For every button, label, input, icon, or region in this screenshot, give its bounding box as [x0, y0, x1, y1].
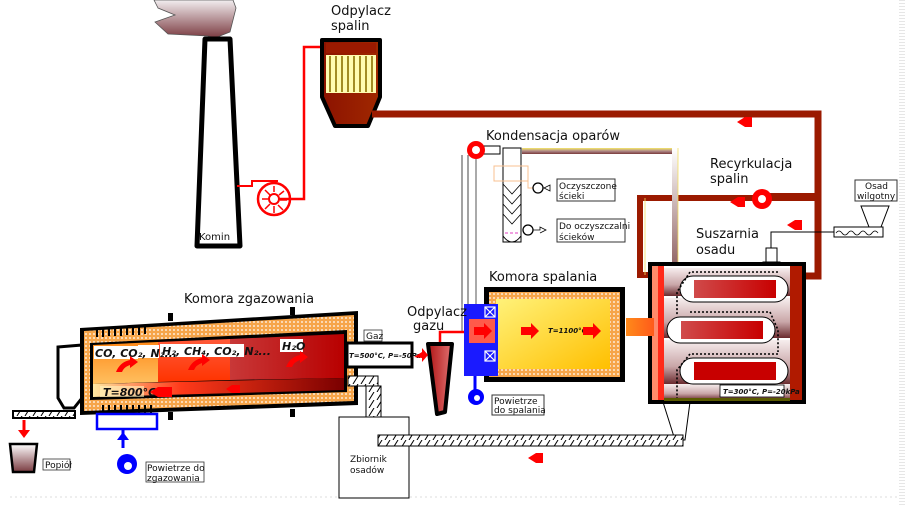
pump-icon [532, 182, 544, 194]
cyclone-label-2: gazu [413, 319, 444, 334]
bag-filter-label-1: Odpylacz [331, 4, 391, 19]
dried-sludge-conveyor [377, 434, 684, 447]
to-treatment-label-2: ścieków [559, 232, 594, 243]
flow-arrow-curved [116, 356, 138, 372]
flow-arrow-right [521, 323, 539, 339]
combustion-air-fan: Powietrze do spalania [468, 376, 546, 416]
wet-sludge-label-2: wilgotny [857, 192, 896, 202]
cleaned-wastewater-label-1: Oczyszczone [559, 182, 617, 192]
sludge-path [676, 271, 779, 398]
flow-arrow-curved [188, 354, 210, 370]
cyclone-label-1: Odpylacz [407, 305, 467, 320]
dryer-label-1: Suszarnia [696, 227, 759, 242]
wet-sludge-feeder: Osad wilgotny [762, 179, 898, 271]
chimney: Komin [153, 0, 243, 249]
flow-arrow-right [414, 348, 428, 362]
zone-drying [230, 334, 344, 380]
dryer-label-2: osadu [696, 243, 735, 258]
hot-gas-pipe [626, 318, 654, 336]
gas-outlet-conditions: T=500°C, P=-50Pa [349, 352, 421, 360]
flue-gas-fan [237, 45, 325, 217]
to-treatment-label-1: Do oczyszczalni [559, 222, 630, 232]
flow-arrow-left [730, 197, 745, 207]
flow-arrow-right [474, 323, 492, 339]
zone-drying-text: H₂O [282, 340, 305, 353]
dryer-hopper [662, 401, 691, 441]
recirculation-duct: Recyrkulacja spalin [637, 157, 818, 278]
condenser-label: Kondensacja oparów [486, 129, 620, 144]
flow-arrow-left [737, 117, 752, 127]
filter-bags [329, 56, 373, 92]
combustion-air-label-1: Powietrze [494, 397, 538, 407]
heating-fins-bottom [102, 405, 152, 413]
heating-fins-top [96, 326, 146, 337]
sludge-tank: Zbiornik osadów [338, 416, 410, 499]
gasification-air-label-2: zgazowania [147, 474, 200, 484]
ash-bin [8, 442, 39, 474]
sludge-tank-label-2: osadów [350, 465, 384, 476]
zone-pyrolysis-text: H₂, CH₄, CO₂, N₂... [162, 345, 271, 358]
ash-discharge: Popiół [8, 410, 76, 474]
bag-filter: Odpylacz spalin [320, 4, 391, 128]
dryer-tubes [666, 275, 789, 385]
flow-arrow-right [583, 323, 601, 339]
dryer-conditions: T=300°C, P=-20kPa [723, 388, 800, 396]
bag-filter-label-2: spalin [331, 19, 369, 34]
flow-arrow-curved [286, 351, 308, 367]
zone-oxidation-text: CO, CO₂, N₂... [95, 347, 177, 360]
gas-cyclone: Odpylacz gazu [407, 305, 467, 416]
combustion-conditions: T=1100°C [548, 327, 588, 335]
gasifier-temperature: T=800°C [103, 386, 156, 399]
cleaned-wastewater-label-2: ścieki [559, 191, 584, 202]
recirculation-label-1: Recyrkulacja [710, 157, 792, 172]
combustion-chamber: Komora spalania T=1100°C [464, 270, 625, 382]
pump-icon [522, 224, 534, 236]
gas-outlet-pipe: T=500°C, P=-50Pa Gaz [345, 329, 421, 419]
ash-label: Popiół [45, 460, 72, 471]
gasifier-label: Komora zgazowania [184, 292, 314, 307]
page-right-margin [10, 0, 905, 506]
sludge-dryer: Suszarnia osadu T=300°C, P=-20kPa [648, 227, 806, 441]
flow-arrow-left [150, 387, 172, 397]
chimney-label: Komin [199, 232, 230, 243]
gasification-chamber: Komora zgazowania CO, CO₂, N₂... [56, 292, 358, 420]
combustion-label: Komora spalania [489, 270, 597, 285]
recirculation-label-2: spalin [710, 172, 748, 187]
vapor-condenser: Kondensacja oparów Oczyszczone ścieki Do… [461, 129, 679, 333]
flow-arrow-left [226, 385, 240, 393]
gasification-air-label-1: Powietrze do [147, 464, 205, 474]
smoke-plume [153, 0, 237, 39]
gasification-air-supply: Powietrze do zgazowania [95, 412, 205, 484]
gas-label: Gaz [366, 332, 383, 342]
flow-arrow-left [787, 220, 802, 230]
wet-sludge-label-1: Osad [865, 182, 888, 192]
flow-arrow-left [528, 453, 543, 463]
combustion-air-label-2: do spalania [494, 406, 546, 416]
sludge-tank-label-1: Zbiornik [350, 455, 388, 465]
flow-arrows [116, 117, 802, 463]
